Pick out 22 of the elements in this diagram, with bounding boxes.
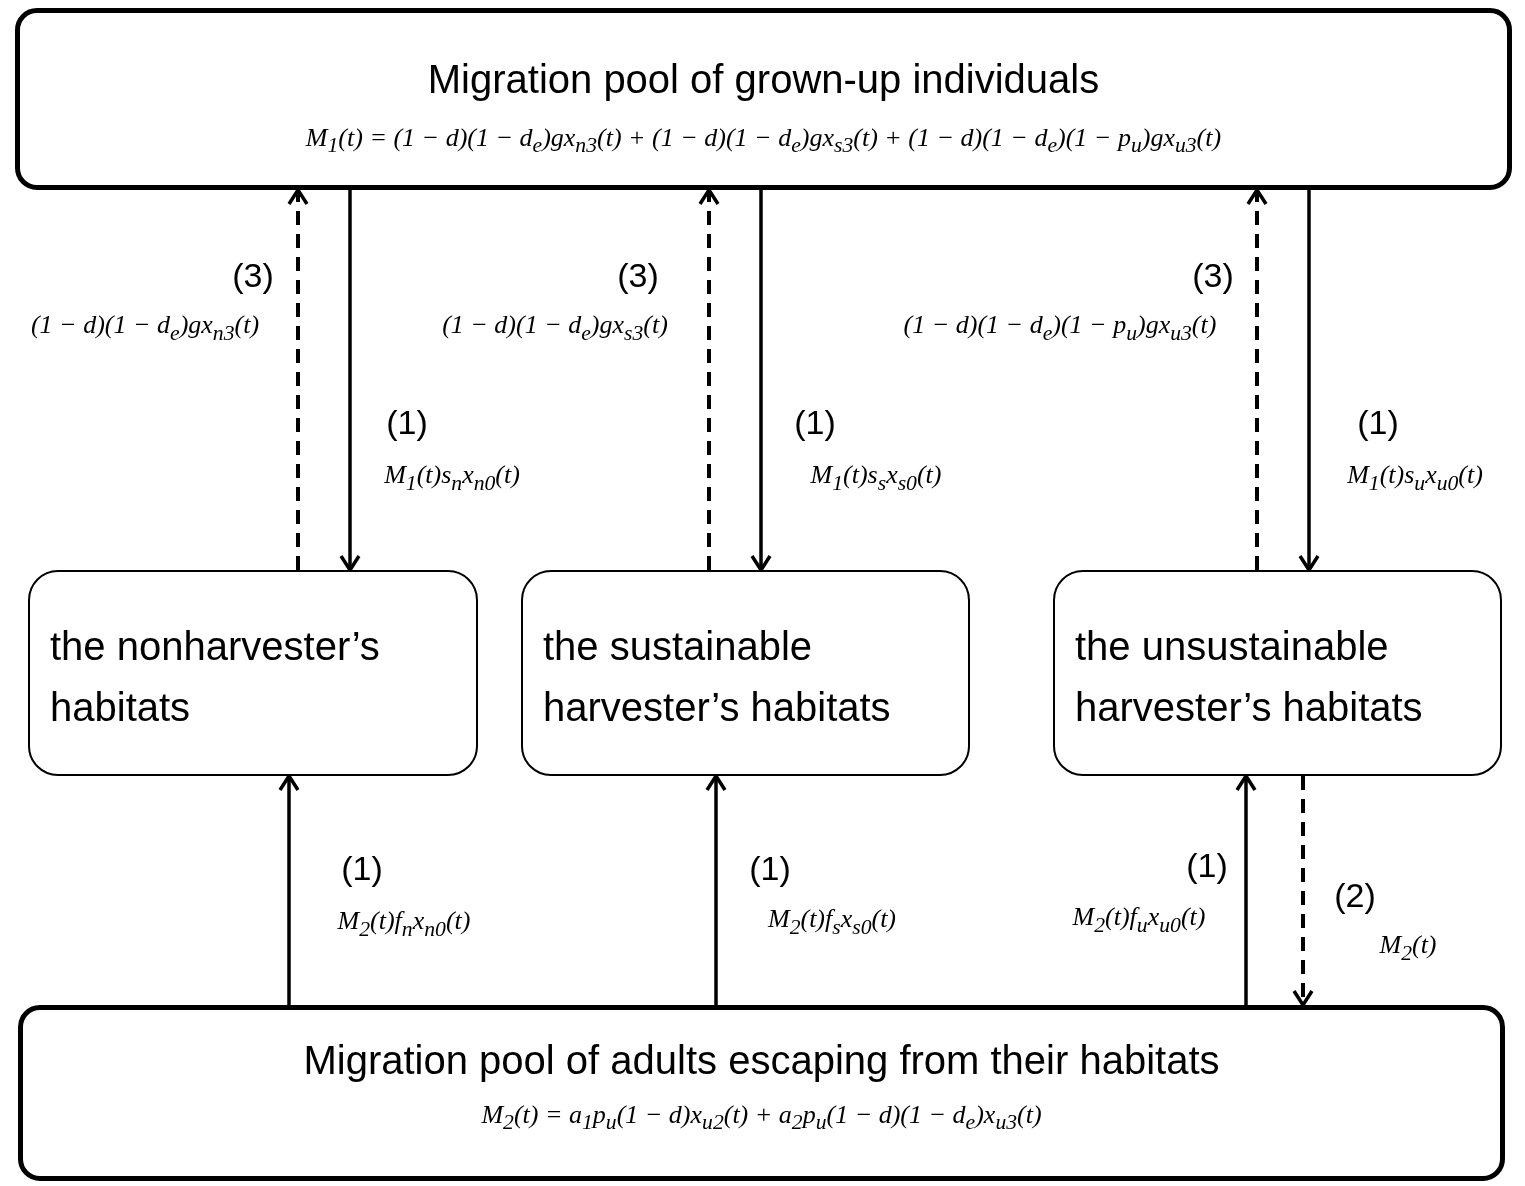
arrow <box>287 188 309 570</box>
arrow <box>1235 774 1257 1005</box>
habitat-label: the sustainable harvester’s habitats <box>543 623 892 731</box>
habitat-label: the unsustainable harvester’s habitats <box>1075 623 1424 731</box>
pool-box <box>15 8 1512 190</box>
arrow <box>278 774 300 1005</box>
pool-title: Migration pool of adults escaping from their habitats <box>303 1037 1220 1084</box>
arrow <box>339 190 361 572</box>
arrow <box>1292 776 1314 1007</box>
arrow <box>1298 190 1320 572</box>
arrow <box>1246 188 1268 570</box>
arrow <box>705 774 727 1005</box>
habitat-label: the nonharvester’s habitats <box>50 623 381 731</box>
equation: M$_{1}$(t) = (1 − d)(1 − d$_{e}$)gx$_{n3}$(t) + (1 − d)(1 − d$_{e}$)gx$_{s3}$(t) + (1 − d)(1 − d$_{e}$)(1 − p$_{u}$)gx$_{u3}$(t) <box>305 123 1222 159</box>
habitat-box <box>28 570 478 776</box>
pool-box <box>18 1005 1505 1181</box>
habitat-box <box>1053 570 1502 776</box>
arrow <box>698 188 720 570</box>
pool-title: Migration pool of grown-up individuals <box>427 56 1100 103</box>
arrow <box>750 190 772 572</box>
equation: M$_{2}$(t) = a$_{1}$p$_{u}$(1 − d)x$_{u2}$(t) + a$_{2}$p$_{u}$(1 − d)(1 − d$_{e}$)x$_{u3}$(t) <box>481 1100 1042 1136</box>
habitat-box <box>521 570 970 776</box>
